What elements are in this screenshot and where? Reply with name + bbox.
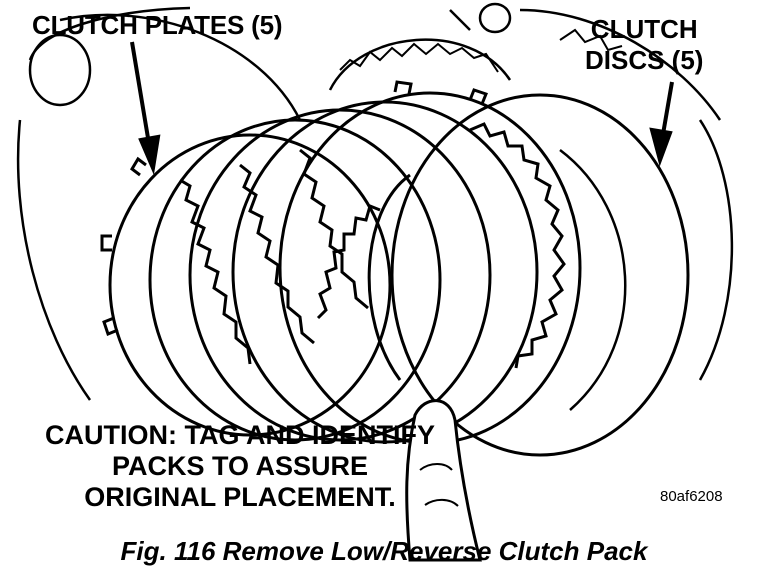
clutch-disc	[316, 173, 411, 381]
plates-arrow	[130, 41, 152, 151]
clutch-plate	[278, 91, 582, 445]
clutch-plates-label: CLUTCH PLATES (5)	[32, 10, 283, 40]
figure-code: 80af6208	[660, 488, 723, 505]
transmission-housing	[16, 2, 734, 401]
clutch-discs-label-line2: DISCS (5)	[585, 45, 704, 75]
clutch-disc	[239, 163, 315, 345]
clutch-disc	[390, 93, 690, 457]
plates-arrowhead	[138, 134, 161, 176]
clutch-discs-label: CLUTCH DISCS (5)	[585, 14, 703, 76]
caution-line3: ORIGINAL PLACEMENT.	[84, 482, 396, 512]
clutch-discs-label-line1: CLUTCH	[590, 14, 698, 44]
figure-caption: Fig. 116 Remove Low/Reverse Clutch Pack	[120, 536, 648, 566]
caution-line1: CAUTION: TAG AND IDENTIFY	[45, 420, 435, 450]
clutch-disc	[299, 148, 369, 310]
discs-arrowhead	[649, 127, 673, 167]
finger	[405, 399, 482, 562]
clutch-disc	[179, 178, 252, 365]
caution-note: CAUTION: TAG AND IDENTIFY PACKS TO ASSUR…	[30, 420, 450, 513]
clutch-plate	[188, 108, 492, 442]
caution-line2: PACKS TO ASSURE	[111, 451, 369, 481]
clutch-disc	[469, 122, 566, 369]
clutch-plate	[108, 133, 392, 437]
clutch-plate	[148, 118, 442, 442]
clutch-discs	[179, 93, 690, 457]
callout-arrows	[130, 41, 674, 176]
